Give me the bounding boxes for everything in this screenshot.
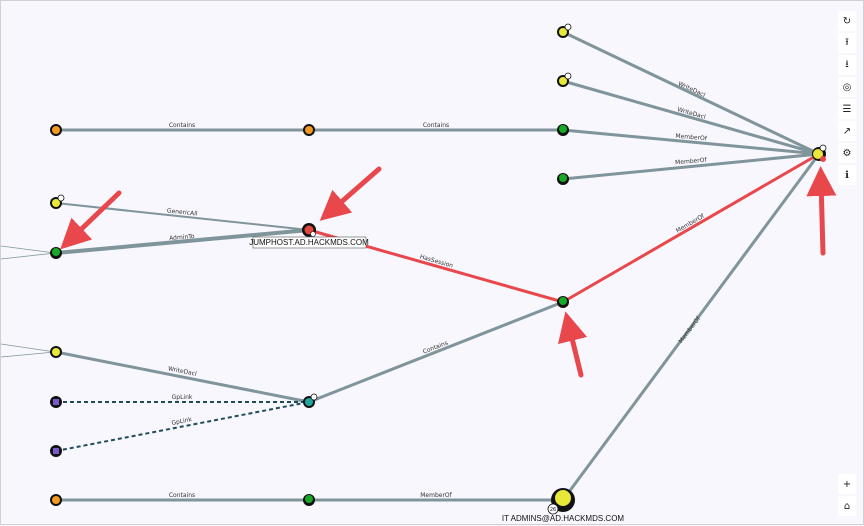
group-icon <box>559 28 567 36</box>
edge-label-gplink-2: GpLink <box>171 416 193 427</box>
edge-label-memberof-4: MemberOf <box>420 492 452 499</box>
edge-memberof-5[interactable] <box>561 153 821 501</box>
zoom-in-icon[interactable]: + <box>838 474 856 494</box>
badge-icon <box>819 144 827 152</box>
user-icon <box>559 174 567 182</box>
badge-icon <box>310 231 316 237</box>
edge-offscreen-1[interactable] <box>1 245 56 254</box>
badge-icon <box>57 194 65 202</box>
ou-node-1[interactable] <box>50 124 62 136</box>
edge-writedacl-2[interactable] <box>562 79 820 156</box>
edges <box>1 30 821 502</box>
edge-label-contains-4: Contains <box>169 492 195 499</box>
badge-icon <box>564 23 572 31</box>
edge-offscreen-3[interactable] <box>1 343 56 353</box>
user-node-2[interactable] <box>557 173 569 185</box>
gpo-icon <box>53 399 59 405</box>
nodes: 26 <box>50 23 827 515</box>
edge-label-memberof-5: MemberOf <box>678 315 703 345</box>
user-node-target[interactable] <box>50 247 62 259</box>
user-node-3[interactable] <box>303 494 315 506</box>
group-node-2[interactable] <box>557 72 572 87</box>
group-node-3[interactable] <box>50 194 65 209</box>
group-icon <box>813 149 823 159</box>
group-icon <box>555 490 571 506</box>
edge-contains-3[interactable] <box>308 300 564 404</box>
target-marker-icon <box>820 156 826 162</box>
ou-node-hub[interactable] <box>303 393 318 408</box>
user-icon <box>559 297 567 305</box>
gpo-icon <box>53 448 59 454</box>
edge-memberof-3[interactable] <box>562 152 820 304</box>
edge-memberof-2[interactable] <box>562 152 820 181</box>
target-icon[interactable]: ◎ <box>838 77 856 97</box>
home-icon[interactable]: ⌂ <box>838 496 856 516</box>
group-icon <box>559 77 567 85</box>
gpo-node-2[interactable] <box>50 445 62 457</box>
arrow-to-user-target <box>60 190 122 250</box>
group-icon <box>52 348 60 356</box>
group-node-domain-admins[interactable] <box>812 144 827 162</box>
group-node-it-admins[interactable]: 26 <box>547 488 575 515</box>
edge-offscreen-2[interactable] <box>1 252 56 260</box>
ou-icon <box>305 126 313 134</box>
jumphost-label: JUMPHOST.AD.HACKMDS.COM <box>249 238 369 247</box>
edge-gplink-2[interactable] <box>55 401 310 452</box>
edge-writedacl-1[interactable] <box>562 30 820 156</box>
list-icon[interactable]: ☰ <box>838 99 856 119</box>
edge-label-memberof-2: MemberOf <box>675 157 708 167</box>
user-icon <box>559 125 567 133</box>
group-icon <box>52 199 60 207</box>
count-badge-text: 26 <box>550 507 556 513</box>
ou-icon <box>52 496 60 504</box>
badge-icon <box>564 72 572 80</box>
edge-label-gplink-1: GpLink <box>172 394 193 401</box>
ou-node-3[interactable] <box>50 494 62 506</box>
refresh-icon[interactable]: ↻ <box>838 11 856 31</box>
annotation-arrows <box>60 166 837 378</box>
group-node-4[interactable] <box>50 346 62 358</box>
ou-icon <box>305 398 313 406</box>
edge-label-contains-2: Contains <box>423 122 449 129</box>
user-node-session[interactable] <box>557 296 569 308</box>
arrow-to-domain-admins <box>806 166 837 256</box>
bottom-toolbar: + ⌂ <box>837 474 857 518</box>
count-badge <box>547 503 559 515</box>
edge-label-adminto: AdminTo <box>169 233 195 242</box>
info-icon[interactable]: ℹ <box>838 165 856 185</box>
node-labels: JUMPHOST.AD.HACKMDS.COM IT ADMINS@AD.HAC… <box>249 236 625 523</box>
badge-icon <box>310 393 318 401</box>
right-toolbar: ↻ ⭱ ⭳ ◎ ☰ ↗ ⚙ ℹ <box>837 11 857 187</box>
user-icon <box>52 248 60 256</box>
upload-icon[interactable]: ⭱ <box>838 33 856 53</box>
edge-labels: Contains Contains GenericAll AdminTo Has… <box>167 80 709 499</box>
group-node-1[interactable] <box>557 23 572 38</box>
arrow-to-session-user <box>557 311 588 378</box>
user-node-1[interactable] <box>557 124 569 136</box>
user-icon <box>305 495 313 503</box>
edge-adminto[interactable] <box>55 228 310 255</box>
edge-label-contains-1: Contains <box>169 122 195 129</box>
jumphost-label-bg <box>252 236 367 249</box>
edge-writedacl-3[interactable] <box>55 350 310 404</box>
ou-icon <box>52 126 60 134</box>
chart-icon[interactable]: ↗ <box>838 121 856 141</box>
edge-offscreen-4[interactable] <box>1 351 56 358</box>
ou-node-2[interactable] <box>303 124 315 136</box>
settings-icon[interactable]: ⚙ <box>838 143 856 163</box>
it-admins-label: IT ADMINS@AD.HACKMDS.COM <box>502 514 625 523</box>
computer-node-jumphost[interactable] <box>302 223 316 237</box>
download-icon[interactable]: ⭳ <box>838 55 856 75</box>
arrow-to-jumphost <box>319 166 382 221</box>
edge-memberof-1[interactable] <box>562 128 820 156</box>
edge-genericall[interactable] <box>55 202 310 231</box>
gpo-node-1[interactable] <box>50 396 62 408</box>
edge-label-genericall: GenericAll <box>167 207 199 217</box>
edge-label-memberof-1: MemberOf <box>675 133 708 143</box>
